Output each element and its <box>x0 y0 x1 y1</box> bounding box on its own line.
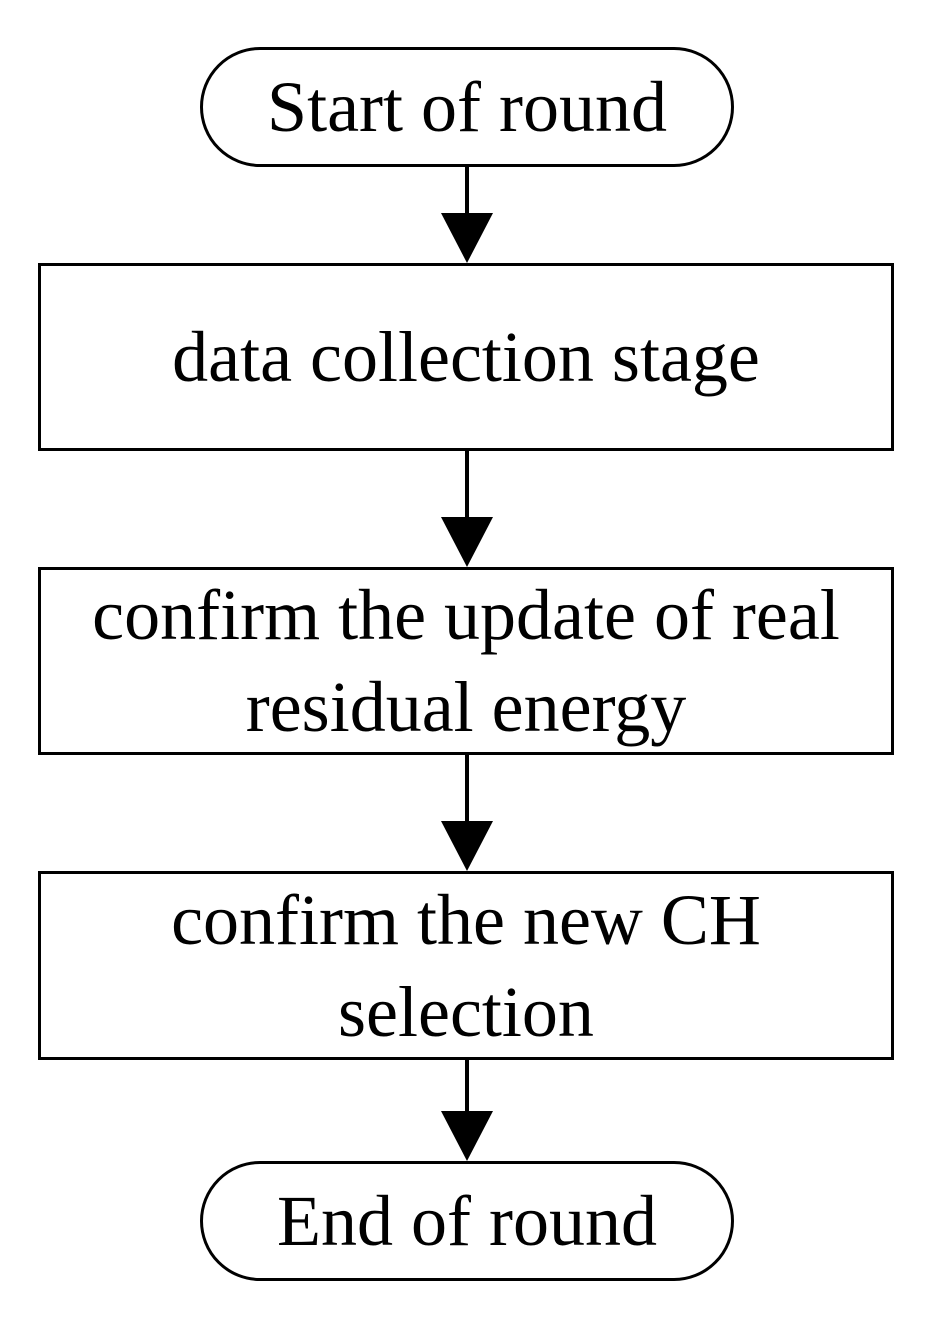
step-data-collection: data collection stage <box>38 263 894 451</box>
step-2-label-line-2: residual energy <box>245 667 687 747</box>
step-2-label-line-1: confirm the update of real <box>92 575 840 655</box>
end-node: End of round <box>200 1161 734 1281</box>
step-1-label: data collection stage <box>172 317 760 397</box>
step-3-label-line-2: selection <box>338 971 594 1052</box>
start-node-label: Start of round <box>267 67 667 147</box>
start-node: Start of round <box>200 47 734 167</box>
arrow-start-to-step-1 <box>441 166 493 263</box>
arrow-step-2-to-step-3 <box>441 754 493 871</box>
arrow-step-3-to-end <box>441 1059 493 1161</box>
end-node-label: End of round <box>277 1181 657 1261</box>
arrow-step-1-to-step-2 <box>441 450 493 567</box>
step-confirm-ch-selection: confirm the new CH selection <box>38 871 894 1060</box>
step-3-label-line-1: confirm the new CH <box>171 879 761 960</box>
step-confirm-energy-update: confirm the update of real residual ener… <box>38 567 894 755</box>
